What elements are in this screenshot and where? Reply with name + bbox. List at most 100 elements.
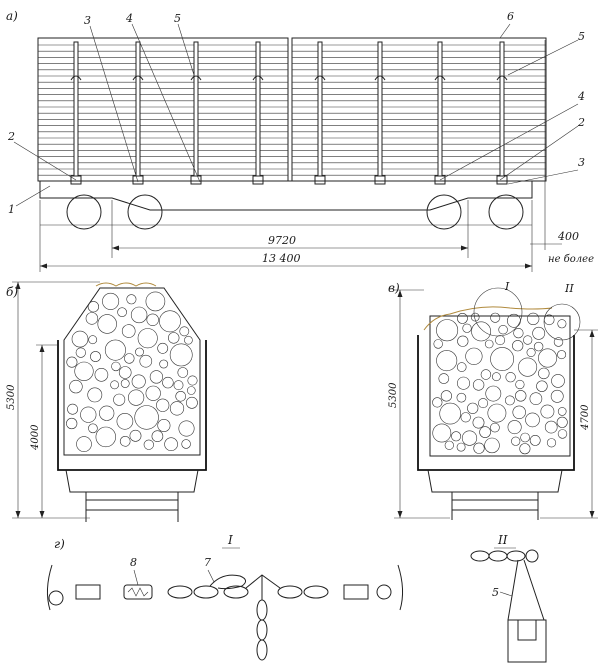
log-section: [146, 313, 159, 326]
chain-ring: [48, 590, 64, 606]
detail-circle-2: [543, 303, 581, 341]
log-section: [538, 348, 558, 368]
chain-link: [223, 585, 249, 599]
log-section: [457, 335, 469, 347]
stake-pocket: [252, 175, 264, 185]
log-section: [145, 385, 161, 401]
chain-link: [303, 585, 329, 599]
stake: [135, 41, 141, 181]
stake: [317, 41, 323, 181]
stake-shoe: [507, 619, 547, 663]
dim-5300-c: 5300: [388, 382, 399, 408]
log-section: [527, 312, 540, 326]
log-section: [485, 385, 502, 402]
panel-e-stake-detail: II 5: [470, 533, 547, 663]
callout-1-left: 1: [8, 203, 15, 216]
stake: [193, 41, 199, 181]
log-section: [557, 429, 568, 439]
stake: [73, 41, 79, 181]
stake: [255, 41, 261, 181]
stake-pocket: [496, 175, 508, 185]
log-section: [538, 367, 550, 380]
detail-title-2: II: [497, 533, 508, 547]
log-section: [71, 330, 89, 348]
log-section: [156, 398, 170, 412]
log-section: [505, 372, 516, 383]
log-section: [76, 436, 92, 452]
log-section: [553, 337, 564, 347]
log-section: [168, 332, 180, 344]
callout-4-right: 4: [577, 90, 585, 103]
log-section: [456, 312, 468, 324]
log-section: [456, 392, 467, 403]
log-section: [143, 439, 154, 450]
chain-links: [48, 574, 392, 606]
log-section: [87, 301, 99, 313]
log-section: [95, 426, 117, 448]
log-section: [440, 390, 453, 402]
log-section: [436, 319, 459, 342]
log-section: [436, 350, 458, 372]
log-section: [529, 392, 543, 406]
log-section: [523, 335, 533, 345]
log-section: [491, 372, 501, 382]
log-section: [66, 356, 78, 368]
dimension-lines: [39, 40, 562, 272]
hanging-link: [256, 639, 268, 661]
log-section: [532, 326, 546, 340]
panel-c-end-view: в) I II 5300 4700: [388, 280, 598, 520]
log-section: [432, 397, 443, 408]
dim-13400: 13 400: [262, 252, 301, 265]
log-section: [185, 396, 198, 409]
dim-9720: 9720: [268, 234, 296, 247]
log-section: [121, 324, 136, 338]
stake-pocket: [190, 175, 202, 185]
log-section: [526, 347, 536, 357]
log-section: [432, 423, 452, 443]
log-section: [456, 442, 466, 452]
callout-5-detail: 5: [492, 586, 499, 599]
stake-loop: [507, 559, 545, 621]
panel-a-side-view: а): [6, 9, 594, 272]
log-section: [518, 357, 538, 377]
log-section: [134, 405, 159, 430]
chain-hook: [209, 574, 246, 590]
chain-bar: [343, 584, 369, 600]
log-section: [87, 387, 103, 403]
log-section: [461, 430, 478, 446]
log-section: [551, 374, 565, 388]
chain-bar: [75, 584, 101, 600]
stake-pocket: [132, 175, 144, 185]
stake-clamp: [70, 75, 82, 81]
log-section: [169, 401, 185, 416]
log-section: [556, 416, 568, 428]
log-section: [175, 390, 186, 402]
top-chain-link: [488, 550, 508, 562]
log-section: [85, 312, 99, 325]
panel-b-load-outline: [63, 287, 201, 456]
log-section: [118, 366, 132, 379]
log-section: [515, 379, 525, 390]
wheels: [66, 194, 524, 230]
log-section: [164, 437, 178, 452]
log-section: [88, 423, 98, 434]
panel-d-chain-detail: г) I 8 7: [46, 533, 404, 661]
callout-4-top: 4: [125, 12, 133, 25]
log-section: [145, 291, 166, 312]
callout-5-top: 5: [174, 12, 181, 25]
log-section: [178, 420, 195, 437]
log-section: [80, 406, 97, 423]
callout-2-right: 2: [577, 116, 585, 129]
log-section: [104, 339, 126, 361]
log-section: [557, 407, 567, 416]
top-chain-ring: [525, 549, 539, 563]
top-chain-link: [506, 550, 526, 562]
log-section: [511, 436, 521, 446]
log-section: [470, 312, 480, 322]
log-section: [478, 398, 489, 409]
log-section: [88, 335, 98, 345]
log-section: [137, 328, 158, 349]
log-section: [495, 335, 506, 346]
log-section: [472, 416, 485, 429]
stake-clamp: [314, 75, 326, 81]
